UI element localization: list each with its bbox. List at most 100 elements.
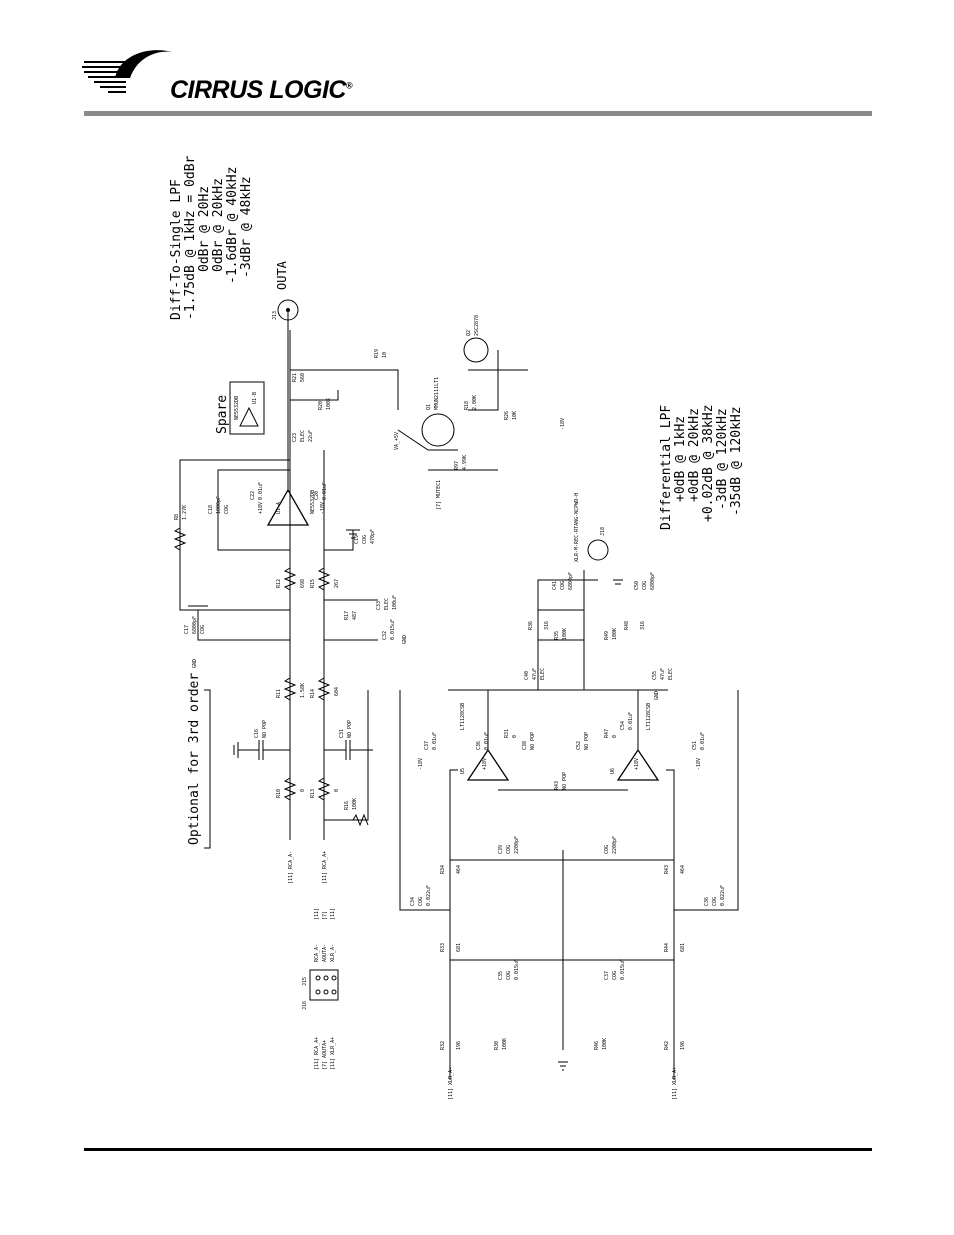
note-dts-line1: -1.75dB @ 1kHz = 0dBr [183, 155, 198, 320]
r31-val: 0 [512, 735, 518, 738]
r16-ref: R16 [344, 801, 350, 810]
c38b-type: COG [604, 845, 610, 854]
c32-ref: C32 [382, 631, 388, 640]
c41-val: 6800pF [568, 572, 574, 590]
c31-val: NO POP [347, 720, 353, 738]
r33-val: 681 [456, 943, 462, 952]
r16-val: 100K [352, 798, 358, 810]
r17-val: 487 [352, 611, 358, 620]
gnd-label-1: GND [192, 659, 198, 668]
brand-name: CIRRUS LOGIC [170, 76, 346, 104]
c52-val: NO POP [584, 732, 590, 750]
c50-ref: C50 [634, 581, 640, 590]
r14-ref: R14 [310, 689, 316, 698]
ground-symbols [346, 529, 623, 1071]
c38-ref: C38 [522, 741, 528, 750]
c37-ref: C37 [604, 971, 610, 980]
q1-ref: Q1 [426, 404, 432, 410]
note-differential: Differential LPF +0dB @ 1kHz +0dB @ 20kH… [659, 405, 744, 530]
c32-val: 0.015uF [390, 619, 396, 640]
q2-part: 2SC2878 [474, 315, 480, 336]
r43-val: NO POP [562, 772, 568, 790]
note-diff-line3: +0.02dB @ 38kHz [701, 405, 716, 522]
c27-ref: C37 [424, 741, 430, 750]
r15-val: 267 [334, 579, 340, 588]
p18-label-1: +18V [258, 502, 264, 514]
rca-a-minus-label: [11] RCA_A- [288, 851, 294, 884]
brand-logo-text: CIRRUS LOGIC® [170, 76, 353, 105]
hb-right-1: [7] [322, 911, 328, 920]
r32-ref: R32 [440, 1041, 446, 1050]
c36-type: COG [712, 897, 718, 906]
c50-val: 6800pF [650, 572, 656, 590]
c41-type: COG [560, 581, 566, 590]
u5-part: LT1128CSB [460, 703, 466, 730]
note-diff-line1: +0dB @ 1kHz [673, 416, 688, 502]
note-diff-to-single: Diff-To-Single LPF -1.75dB @ 1kHz = 0dBr… [169, 155, 254, 320]
r44-ref: R44 [664, 943, 670, 952]
note-optional-text: Optional for 3rd order [187, 673, 202, 845]
c23-ref: C23 [292, 433, 298, 442]
hb-mid-1: AOUTA- [322, 944, 328, 962]
c27-val: 0.01uF [432, 732, 438, 750]
c38b-val: 2200pF [612, 836, 618, 854]
r43b-val: 464 [680, 865, 686, 874]
r97-ref: R97 [454, 461, 460, 470]
c33-val: 100uF [392, 595, 398, 610]
xlr-path-wires [399, 539, 739, 1080]
m18-label-1: -18V [560, 418, 566, 430]
c16-val: NO POP [262, 720, 268, 738]
r97-val: 4.99K [462, 455, 468, 470]
note-dts-line5: -3dBr @ 48kHz [239, 176, 254, 278]
c37-val: 0.015uF [620, 959, 626, 980]
r43-ref: R43 [554, 781, 560, 790]
r8-ref: R8 [174, 514, 180, 520]
r31-ref: R31 [504, 729, 510, 738]
r12-ref: R12 [276, 579, 282, 588]
j15-label: J15 [302, 977, 308, 986]
r26-val: 10K [512, 411, 518, 420]
r44-val: 681 [680, 943, 686, 952]
r26-ref: R26 [504, 411, 510, 420]
c23-type: ELEC [300, 430, 306, 442]
u5-ref: U5 [460, 768, 466, 774]
note-dts-line3: 0dBr @ 20kHz [211, 178, 226, 272]
r20-val: 100K [326, 398, 332, 410]
p18-label-3: +18V [634, 758, 640, 770]
r17-ref: R17 [344, 611, 350, 620]
note-dts-title: Diff-To-Single LPF [169, 179, 184, 320]
r49-val: 100K [612, 628, 618, 640]
footer-rule [84, 1148, 872, 1151]
r34-ref: R34 [440, 865, 446, 874]
c35-val: 0.015uF [514, 959, 520, 980]
u1b-part: NE5532DB [234, 396, 240, 420]
hb-right-2: [11] [330, 908, 336, 920]
c20-ref: C20 [314, 491, 320, 500]
r46-ref: R46 [594, 1041, 600, 1050]
cirrus-logo-swoosh-icon [82, 50, 172, 93]
hb-mid-0: RCA_A- [314, 944, 320, 962]
r15-ref: R15 [310, 579, 316, 588]
c17-ref: C17 [184, 625, 190, 634]
m18-label-3: -18V [418, 758, 424, 770]
r30-ref: R30 [494, 1041, 500, 1050]
c54-ref: C54 [620, 721, 626, 730]
note-optional-3rd-order: Optional for 3rd order [187, 673, 211, 849]
r34-val: 464 [456, 865, 462, 874]
c39-val: 2200pF [514, 836, 520, 854]
c36-val: 0.022uF [720, 885, 726, 906]
r42-ref: R42 [664, 1041, 670, 1050]
gnd-label-3: GND [654, 691, 660, 700]
r13-val: 0 [334, 789, 340, 792]
r36-ref: R36 [528, 621, 534, 630]
c36-ref: C36 [704, 897, 710, 906]
p18-label-2: +18V [482, 758, 488, 770]
brand-registered-mark: ® [345, 80, 353, 91]
c38-val: NO POP [530, 732, 536, 750]
note-diff-line2: +0dB @ 20kHz [687, 408, 702, 502]
r47-ref: R47 [604, 729, 610, 738]
r33-ref: R33 [440, 943, 446, 952]
r36-val: 316 [544, 621, 550, 630]
rca-path-wires [179, 299, 528, 840]
